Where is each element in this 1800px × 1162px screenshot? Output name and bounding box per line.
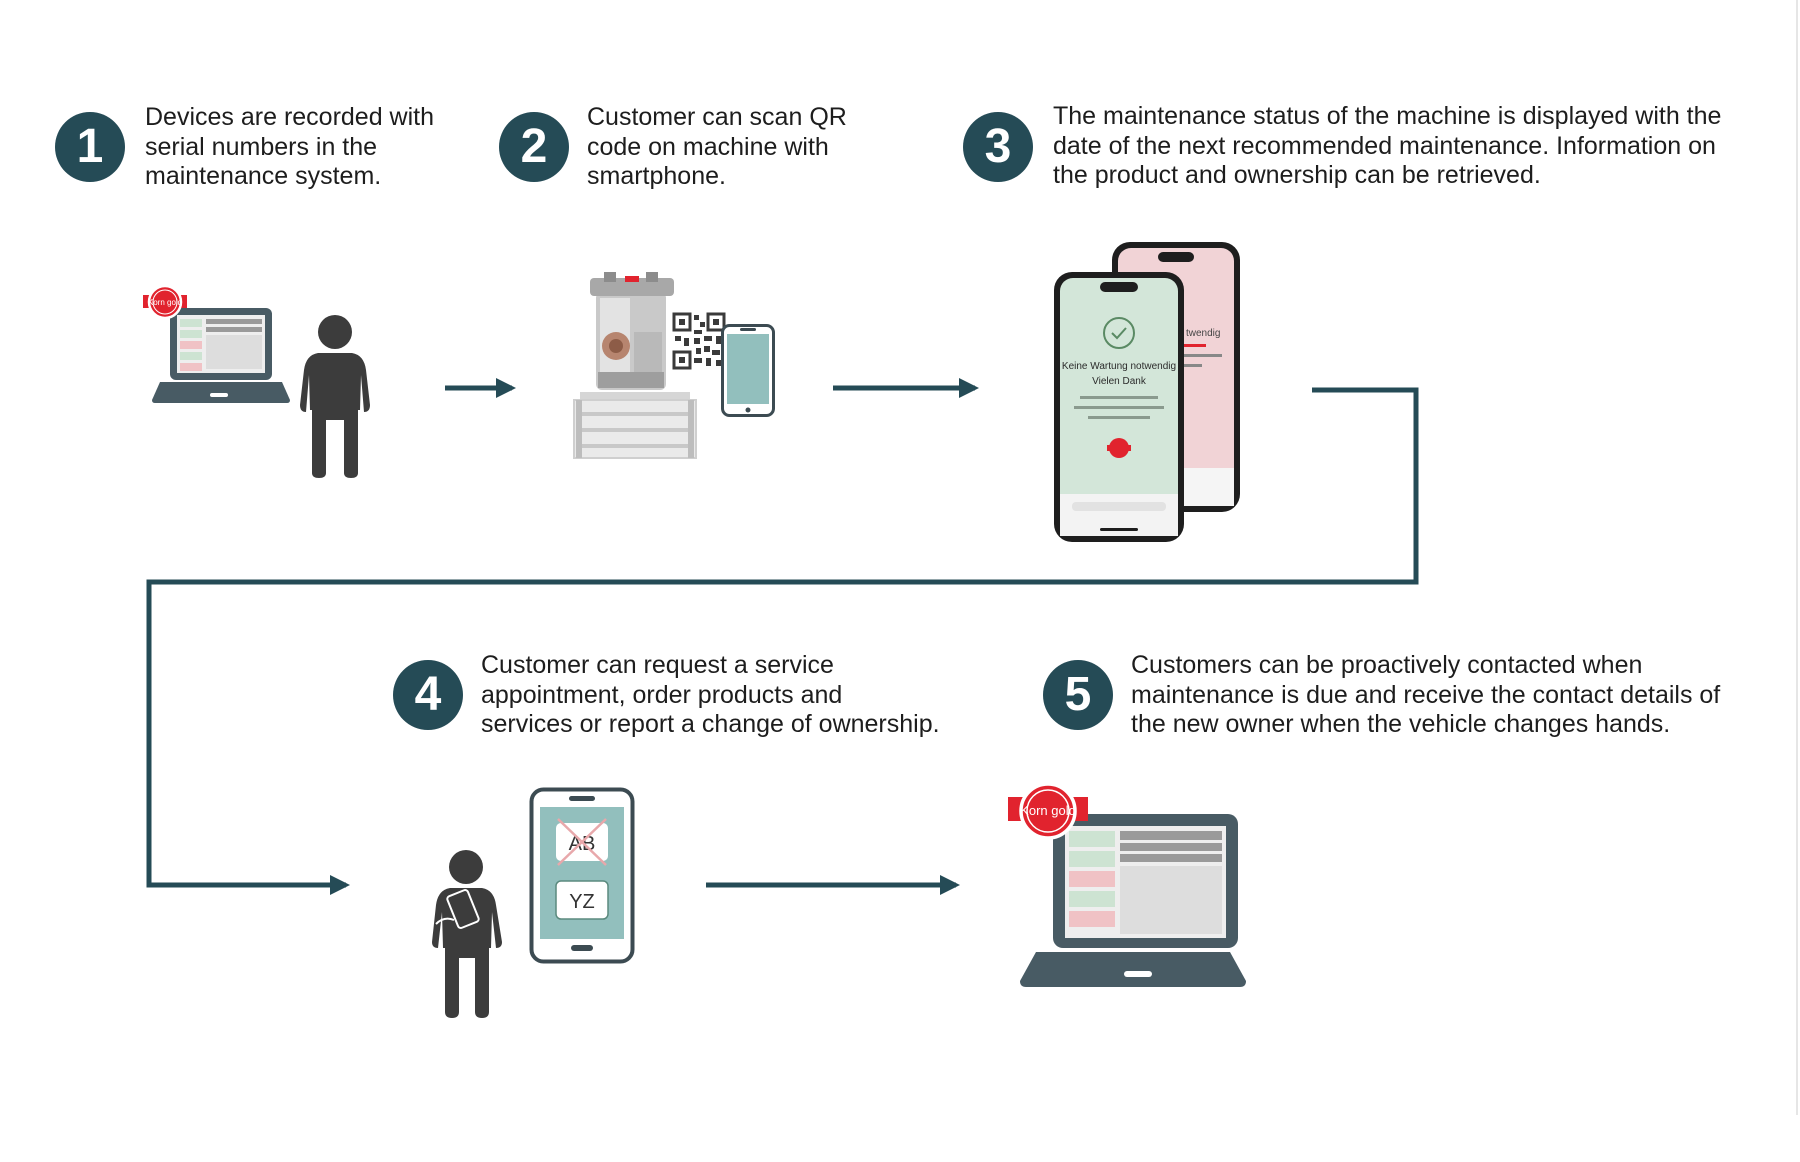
step-3-line-3: the product and ownership can be retriev… xyxy=(1053,161,1541,189)
step-1-line-2: serial numbers in the xyxy=(145,132,378,161)
ownership-phone-icon: AB YZ xyxy=(529,787,635,964)
step-2-number: 2 xyxy=(499,112,569,182)
front-phone-icon: Keine Wartung notwendig Vielen Dank xyxy=(1054,272,1184,542)
laptop-icon: Korn gold xyxy=(143,284,290,403)
step-5-number: 5 xyxy=(1043,660,1113,730)
logo-large-brand-text: Korn gold xyxy=(1020,803,1076,818)
step-4-description: Customer can request a service appointme… xyxy=(481,651,940,740)
smartphone-icon xyxy=(721,324,775,417)
step-5-line-3: the new owner when the vehicle changes h… xyxy=(1131,710,1671,738)
new-plate-card: YZ xyxy=(555,880,609,920)
tablet-icon xyxy=(435,889,480,929)
korngold-logo-icon: Korn gold xyxy=(143,284,187,320)
old-plate-card: AB xyxy=(556,818,608,866)
step-4-line-3: services or report a change of ownership… xyxy=(481,710,940,738)
step-5-line-1: Customers can be proactively contacted w… xyxy=(1131,651,1643,679)
step-4-number: 4 xyxy=(393,660,463,730)
qr-code-icon xyxy=(672,312,726,370)
step-1-line-1: Devices are recorded with xyxy=(145,103,435,131)
logo-brand-text: Korn gold xyxy=(148,298,182,307)
step-5-description: Customers can be proactively contacted w… xyxy=(1131,651,1720,740)
connector-3-to-4 xyxy=(146,387,1419,895)
crm-laptop-icon: Korn gold xyxy=(1008,784,1246,987)
machine-icon xyxy=(573,272,697,459)
customer-person-icon xyxy=(432,850,502,1018)
step-1-line-3: maintenance system. xyxy=(145,162,382,190)
step-3-line-1: The maintenance status of the machine is… xyxy=(1053,102,1722,130)
step-5-line-2: maintenance is due and receive the conta… xyxy=(1131,680,1721,709)
back-phone-title: twendig xyxy=(1186,328,1220,339)
new-plate-text: YZ xyxy=(569,891,595,913)
step-2-line-1: Customer can scan QR xyxy=(587,103,847,131)
front-phone-title: Keine Wartung notwendig xyxy=(1062,361,1176,372)
step-3-line-2: date of the next recommended maintenance… xyxy=(1053,131,1716,160)
korngold-logo-large-icon: Korn gold xyxy=(1008,784,1088,840)
step-2-description: Customer can scan QR code on machine wit… xyxy=(587,103,847,192)
step-3-number: 3 xyxy=(963,112,1033,182)
step-1-number: 1 xyxy=(55,112,125,182)
step-2-line-2: code on machine with xyxy=(587,132,829,161)
step-4-line-1: Customer can request a service xyxy=(481,651,834,679)
right-edge-divider xyxy=(1796,0,1798,1115)
person-icon xyxy=(300,315,370,478)
step-3-description: The maintenance status of the machine is… xyxy=(1053,102,1721,191)
step-2-line-3: smartphone. xyxy=(587,162,726,190)
step-4-line-2: appointment, order products and xyxy=(481,680,843,709)
step-1-description: Devices are recorded with serial numbers… xyxy=(145,103,434,192)
maintenance-status-phones: twendig Keine Wartung notwendig Vielen D… xyxy=(1054,242,1240,542)
front-phone-subtitle: Vielen Dank xyxy=(1092,376,1147,387)
